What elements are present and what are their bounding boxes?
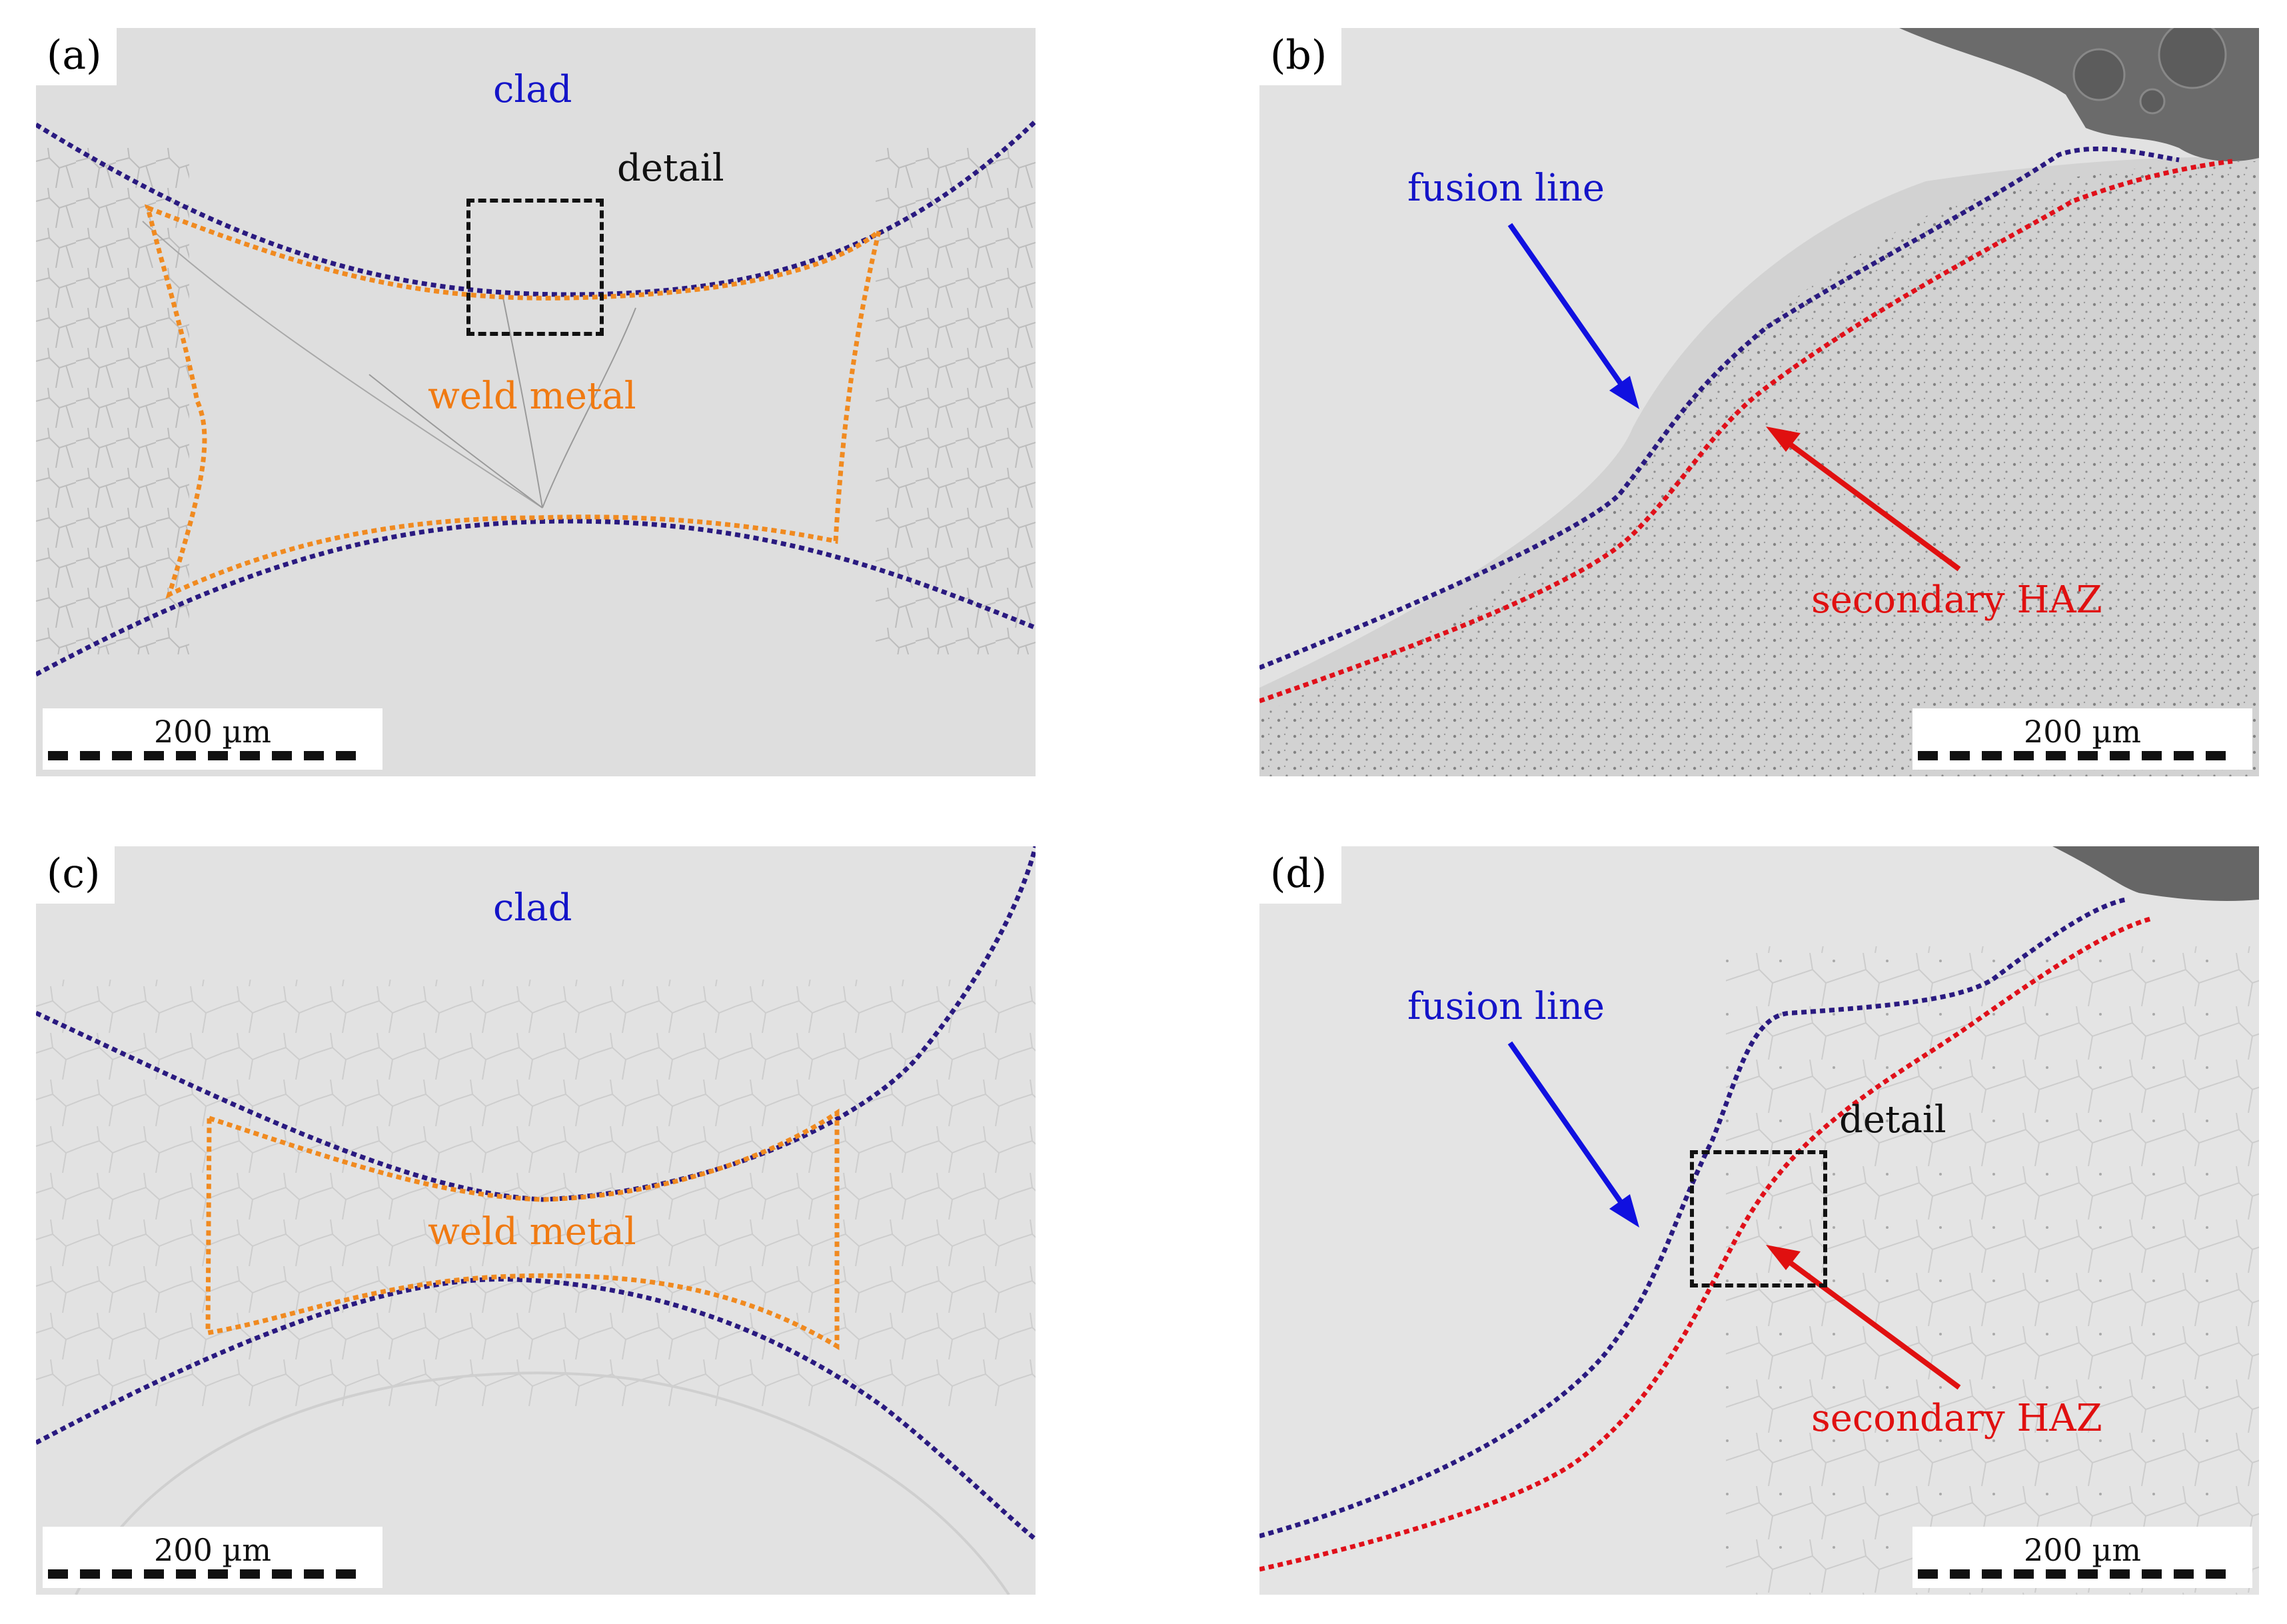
secondary-haz-arrow [1784,438,1961,572]
fusion-line-label: fusion line [1407,167,1605,210]
weld-metal-label: weld metal [428,375,636,418]
fusion-boundary-lower [36,518,1036,677]
weld-metal-boundary [145,204,883,599]
detail-box [466,199,604,336]
secondary-haz-label: secondary HAZ [1811,578,2102,622]
weld-metal-boundary [205,1108,840,1351]
fusion-boundary-lower [36,1277,1036,1541]
fusion-line-arrow [1507,1041,1629,1212]
detail-box [1690,1150,1827,1287]
micrograph-c-drawing [36,846,1036,1595]
clad-label: clad [493,68,572,111]
scale-bar-ruler [48,1569,365,1579]
scale-bar: 200 µm [43,708,382,770]
fusion-boundary-upper [36,119,1036,297]
scale-bar-label: 200 µm [154,1532,271,1568]
panel-label-c: (c) [36,846,115,904]
scale-bar-ruler [48,751,365,760]
micrograph-panel-c: (c) clad weld metal 200 µm [36,846,1036,1595]
scale-bar-ruler [1918,1569,2235,1579]
scale-bar: 200 µm [1912,1527,2252,1588]
fusion-line-arrow [1507,223,1629,393]
micrograph-d-drawing [1259,846,2259,1595]
scale-bar-label: 200 µm [154,714,271,750]
scale-bar: 200 µm [1912,708,2252,770]
fusion-line-boundary [1259,897,2126,1539]
scale-bar-ruler [1918,751,2235,760]
fusion-line-boundary [1259,146,2180,670]
weld-metal-label: weld metal [428,1210,636,1253]
panel-label-d: (d) [1259,846,1342,904]
clad-label: clad [493,886,572,930]
scale-bar: 200 µm [43,1527,382,1588]
secondary-haz-label: secondary HAZ [1811,1397,2102,1440]
fusion-line-label: fusion line [1407,985,1605,1028]
fusion-boundary-upper [36,846,1036,1202]
micrograph-a-drawing [36,28,1036,776]
panel-label-b: (b) [1259,28,1342,85]
scale-bar-label: 200 µm [2024,714,2141,750]
detail-label: detail [617,147,724,190]
panel-label-a: (a) [36,28,117,85]
scale-bar-label: 200 µm [2024,1532,2141,1568]
micrograph-panel-d: (d) fusion line secondary HAZ detail 200… [1259,846,2259,1595]
micrograph-panel-a: (a) clad weld metal detail 200 µm [36,28,1036,776]
secondary-haz-arrow [1784,1257,1961,1390]
detail-label: detail [1839,1098,1946,1142]
micrograph-panel-b: (b) fusion line secondary HAZ 200 µm [1259,28,2259,776]
micrograph-b-drawing [1259,28,2259,776]
